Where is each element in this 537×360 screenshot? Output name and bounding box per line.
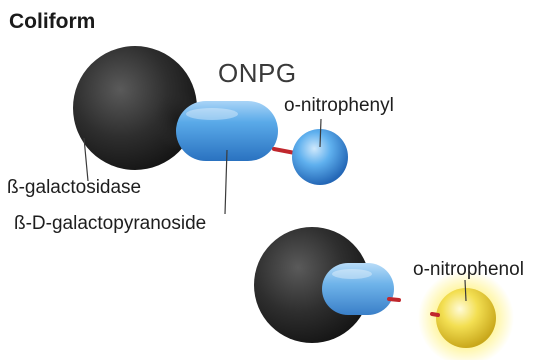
linker-top bbox=[272, 147, 297, 155]
nitrophenyl-ball bbox=[292, 129, 348, 185]
o-nitrophenyl-label: o-nitrophenyl bbox=[284, 95, 394, 116]
linker-bottom bbox=[387, 297, 401, 302]
pointer-nitrophenol bbox=[464, 279, 467, 302]
substrate-capsule-bottom bbox=[322, 263, 394, 315]
b-galactosidase-label: ß-galactosidase bbox=[7, 177, 142, 198]
o-nitrophenol-label: o-nitrophenol bbox=[413, 259, 524, 280]
substrate-capsule-top bbox=[176, 101, 278, 161]
diagram-title: Coliform bbox=[9, 10, 96, 33]
enzyme-top bbox=[73, 46, 202, 170]
b-d-galactopyranoside-label: ß-D-galactopyranoside bbox=[14, 213, 207, 234]
linker-nitrophenol bbox=[430, 312, 440, 317]
nitrophenol-ball bbox=[418, 270, 514, 360]
onpg-label: ONPG bbox=[218, 58, 297, 88]
pointer-galactopyranoside bbox=[224, 149, 228, 215]
pointer-galactosidase bbox=[83, 137, 89, 182]
pointer-nitrophenyl bbox=[319, 118, 322, 148]
